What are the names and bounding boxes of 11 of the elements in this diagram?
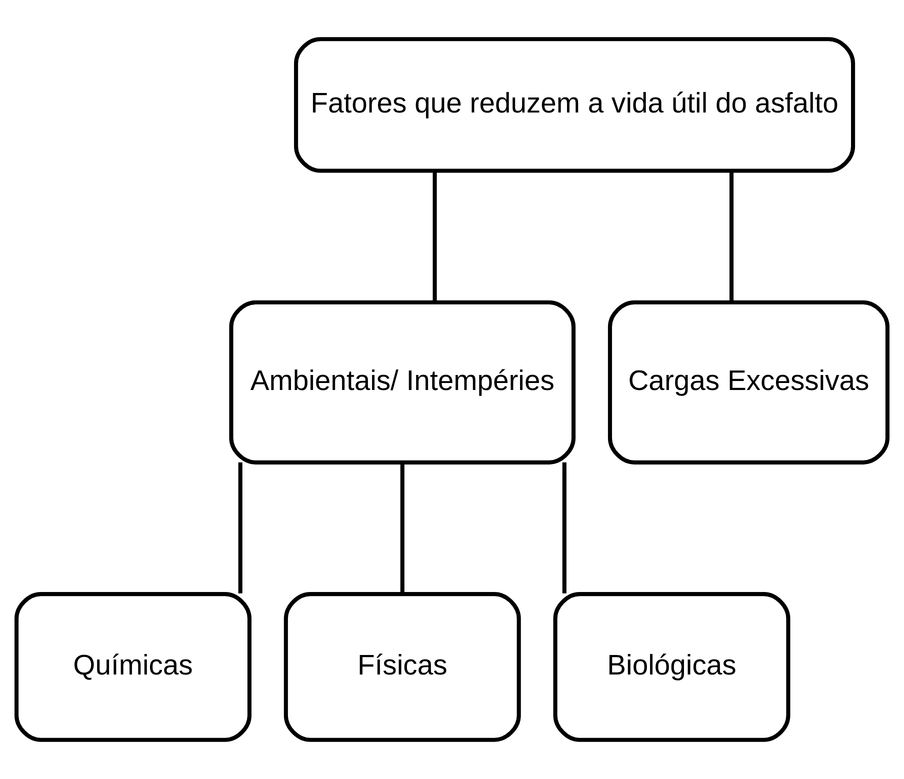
node-box: Fatores que reduzem a vida útil do asfalto (294, 37, 856, 173)
node-box: Químicas (14, 592, 252, 742)
node-box: Biológicas (553, 592, 790, 742)
node-box: Ambientais/ Intempéries (229, 300, 576, 464)
connector (400, 462, 404, 594)
connector (432, 171, 437, 302)
node-box: Físicas (284, 592, 521, 742)
connector (729, 171, 734, 302)
node-box: Cargas Excessivas (608, 300, 890, 464)
connector (562, 462, 566, 594)
connector (238, 462, 242, 594)
